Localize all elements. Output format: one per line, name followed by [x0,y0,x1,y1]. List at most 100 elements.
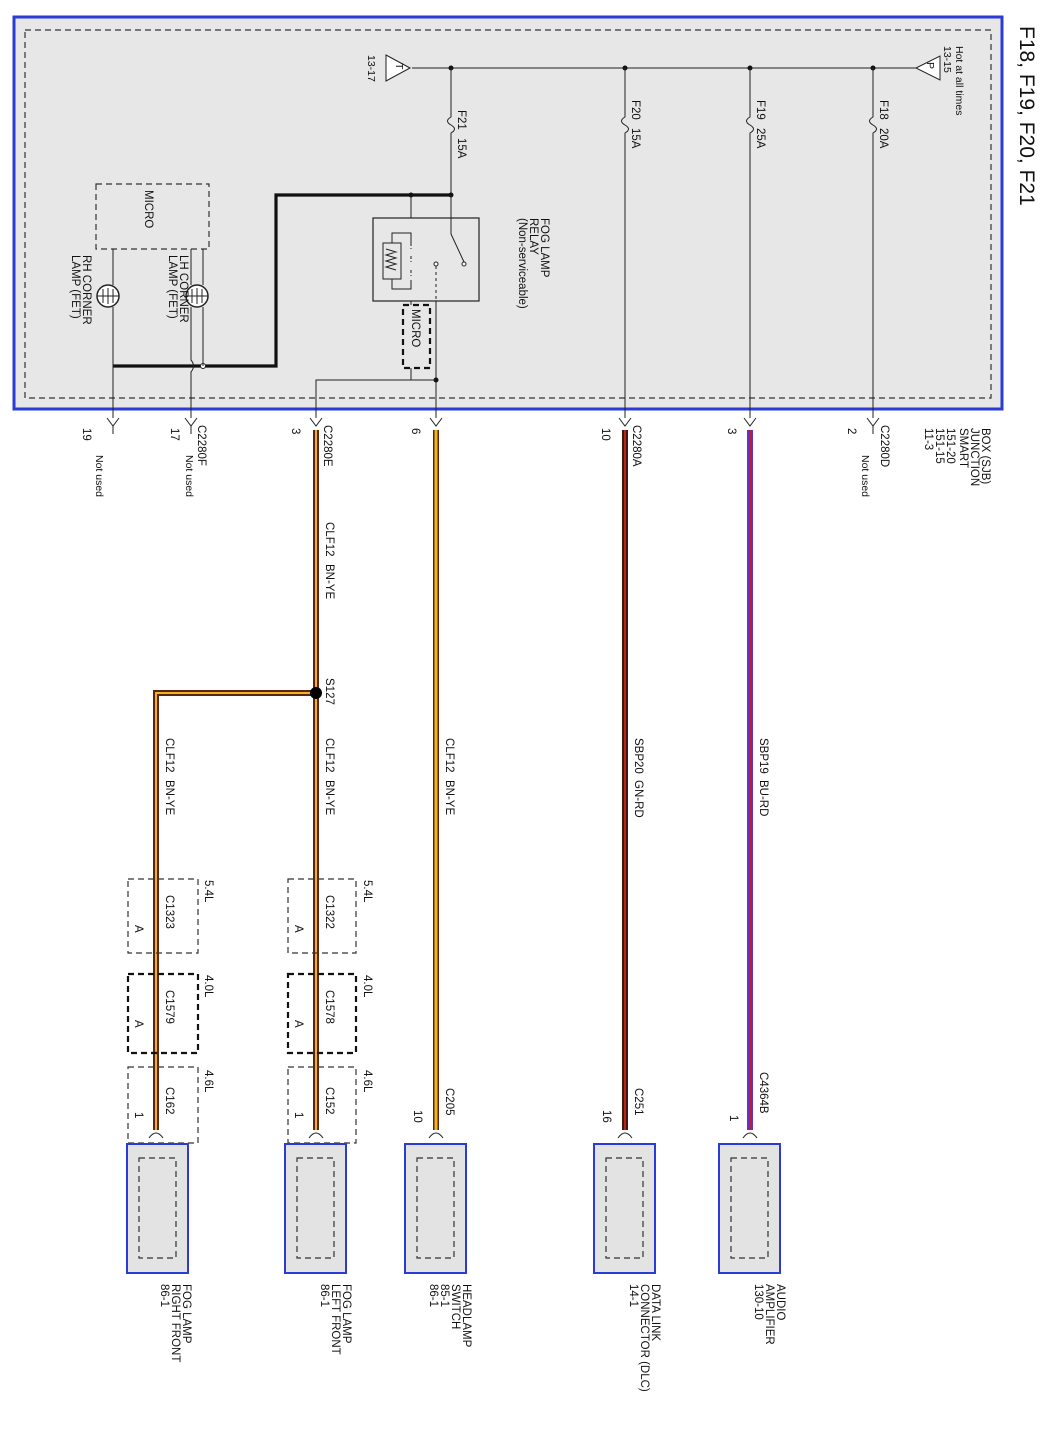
sjb-ref-3: 151-20 [944,428,956,464]
c1578-name: C1578 [323,990,335,1024]
c1578-engine: 4.0L [361,975,373,998]
splice-s127 [310,687,322,699]
fog-lamp-lf-label-3: 86-1 [318,1284,330,1307]
relay-label-2: RELAY [527,218,539,255]
sjb-frame [12,15,1004,411]
sjb-ref-1: 11-3 [922,428,934,450]
wire-trunk-color: BN-YE [323,564,335,599]
fuse-f21-rating: 15A [455,138,467,159]
rh-corner-lamp-label-1: RH CORNER [80,255,92,325]
connector-c205: C205 [443,1088,455,1116]
c1323-pin: A [132,925,144,933]
connector-c2280e: C2280E [321,425,333,467]
connector-c1579-box [126,972,200,1055]
ground-ref: 13-17 [365,55,377,82]
lh-corner-lamp-fet-icon [185,284,209,308]
c1579-engine: 4.0L [202,975,214,998]
connector-c251: C251 [632,1088,644,1116]
pin-17-note: Not used [183,455,195,497]
fuse-f19-id: F19 [754,100,766,120]
lh-corner-lamp-label-1: LH CORNER [177,255,189,323]
c162-engine: 4.6L [202,1070,214,1093]
component-data-link-connector: DATA LINK CONNECTOR (DLC) 14-1 [593,1143,661,1392]
pin-6: 6 [409,428,421,434]
corner-micro-box [95,183,210,250]
sjb-name-line-3: BOX (SJB) [979,428,991,484]
audio-amplifier-label-2: AMPLIFIER [763,1284,775,1345]
fuse-f21: F21 15A [447,68,467,195]
c152-pin: 1 [292,1112,304,1118]
wire-sbp19-color: BU-RD [757,780,769,816]
component-fog-lamp-left-front: FOG LAMP LEFT FRONT 86-1 [284,1143,352,1355]
headlamp-switch-label-2: SWITCH [449,1284,461,1329]
c1323-engine: 5.4L [202,880,214,903]
connector-c4364b: C4364B [757,1072,769,1114]
c162-pin: 1 [132,1112,144,1118]
fuse-f18: F18 20A [869,68,889,418]
connector-c1323-box [127,878,199,954]
wire-trunk-circuit: CLF12 [323,522,335,557]
component-headlamp-switch: HEADLAMP SWITCH 85-1 86-1 [404,1143,472,1348]
headlamp-switch-label-3: 85-1 [438,1284,450,1307]
fog-lamp-lf-label-2: LEFT FRONT [329,1284,341,1355]
wire-hs-circuit: CLF12 [443,738,455,773]
smart-junction-box: SMART JUNCTION BOX (SJB) 11-3 151-15 151… [12,15,1004,486]
fuse-f20: F20 15A [621,68,641,418]
fuse-f19: F19 25A [746,68,766,418]
connector-c2280a: C2280A [630,425,642,467]
connector-c1322-box [287,878,357,954]
sjb-inner-border [24,29,992,399]
fuse-f20-id: F20 [629,100,641,120]
wire-sbp20-color: GN-RD [632,780,644,818]
wire-sbp20-circuit: SBP20 [632,738,644,774]
sjb-name-line-1: SMART [957,428,969,468]
fog-lamp-lf-label-1: FOG LAMP [340,1284,352,1344]
end-connector-labels: C205 10 C251 16 C4364B 1 [411,1072,769,1123]
diagram-title: F18, F19, F20, F21 [1015,26,1038,206]
pin-3-audio: 3 [725,428,737,434]
connector-c162-box [127,1066,199,1144]
inline-connectors-right-front: 5.4L C1323 A 4.0L C1579 A 4.6L C162 1 [126,878,214,1144]
c1322-pin: A [292,925,304,933]
rh-corner-lamp-label-2: LAMP (FET) [69,255,81,319]
terminals [148,1132,758,1139]
headlamp-switch-label-4: 86-1 [427,1284,439,1307]
power-source-ref: 13-15 [941,46,953,73]
wire-clf12-bn-ye-right-front [153,690,316,1130]
c1578-pin: A [292,1020,304,1028]
relay-label-3: (Non-serviceable) [516,218,528,309]
c1323-name: C1323 [163,895,175,929]
ground-icon [385,54,412,82]
corner-micro-label: MICRO [142,190,154,228]
relay-box [372,217,480,302]
audio-amplifier-label-1: AUDIO [774,1284,786,1320]
connector-c2280d: C2280D [878,425,890,467]
wire-lf-circuit: CLF12 [323,738,335,773]
pin-3-c2280e: 3 [289,428,301,434]
c1322-name: C1322 [323,895,335,929]
dlc-label-3: 14-1 [627,1284,639,1307]
connector-c2280f: C2280F [195,425,207,466]
power-source-symbol: P [924,62,936,69]
fog-lamp-rf-label-2: RIGHT FRONT [169,1284,181,1362]
c1579-pin: A [132,1020,144,1028]
connector-c152-box [287,1066,357,1144]
power-source-icon [914,55,941,81]
fog-lamp-rf-label-1: FOG LAMP [180,1284,192,1344]
fuse-f18-rating: 20A [877,128,889,149]
relay-label-1: FOG LAMP [538,218,550,278]
connector-c4364b-pin: 1 [727,1115,739,1121]
fuse-f19-rating: 25A [754,128,766,149]
fuse-f21-id: F21 [455,110,467,130]
connector-c251-pin: 16 [600,1110,612,1123]
fog-lamp-relay: FOG LAMP RELAY (Non-serviceable) MICRO [113,192,550,418]
dlc-label-1: DATA LINK [649,1284,661,1341]
component-fog-lamp-right-front: FOG LAMP RIGHT FRONT 86-1 [126,1143,192,1362]
audio-amplifier-label-3: 130-10 [752,1284,764,1320]
headlamp-switch-label-1: HEADLAMP [460,1284,472,1348]
relay-micro-label: MICRO [409,309,421,347]
sjb-ref-2: 151-15 [933,428,945,464]
pin-2: 2 [845,428,857,434]
power-source-label: Hot at all times [953,46,965,115]
